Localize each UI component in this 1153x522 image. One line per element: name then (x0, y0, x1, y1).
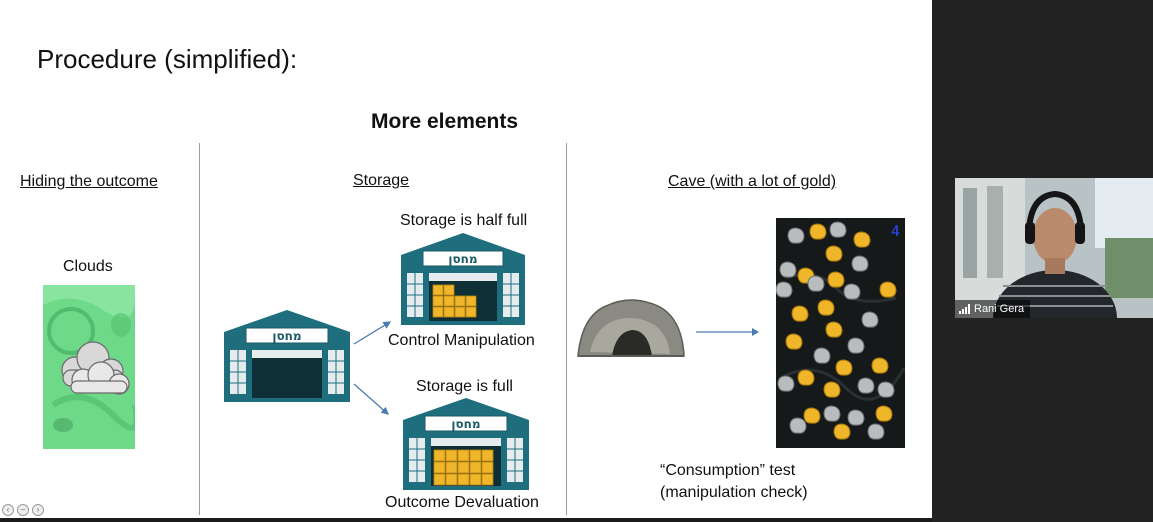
rock-icon (829, 221, 847, 238)
warehouse-half-full-icon: מחסן (401, 233, 525, 325)
column-divider (199, 143, 200, 515)
gold-nugget-icon (817, 299, 835, 316)
clouds-image (43, 285, 135, 449)
gold-nugget-icon (871, 357, 889, 374)
gold-nugget-icon (809, 223, 827, 240)
gold-nugget-icon (827, 271, 845, 288)
rock-icon (867, 423, 885, 440)
gold-counter: 4 (891, 224, 900, 240)
previous-slide-icon[interactable]: ‹ (2, 504, 14, 516)
gold-nugget-icon (853, 231, 871, 248)
gold-nugget-icon (797, 369, 815, 386)
rock-icon (777, 375, 795, 392)
gold-nugget-icon (825, 245, 843, 262)
rock-icon (857, 377, 875, 394)
rock-icon (861, 311, 879, 328)
participant-name-tag: Rani Gera (955, 300, 1031, 318)
warehouse-sign: מחסן (448, 252, 477, 266)
participant-video-tile[interactable]: Rani Gera (955, 178, 1153, 318)
gold-nugget-icon (791, 305, 809, 322)
manipulation-check-label: (manipulation check) (660, 484, 808, 501)
gold-nugget-icon (785, 333, 803, 350)
signal-strength-icon (959, 304, 970, 314)
column-divider (566, 143, 567, 515)
gold-nugget-icon (879, 281, 897, 298)
arrow-to-cave-panel (696, 328, 759, 336)
warehouse-sign: מחסן (451, 417, 480, 431)
participant-name: Rani Gera (974, 303, 1025, 315)
warehouse-full-icon: מחסן (403, 398, 529, 490)
hiding-outcome-heading: Hiding the outcome (20, 173, 158, 190)
rock-icon (877, 381, 895, 398)
full-caption: Storage is full (416, 378, 513, 395)
rock-icon (851, 255, 869, 272)
slide-subtitle: More elements (371, 110, 519, 133)
next-slide-icon[interactable]: › (32, 504, 44, 516)
gold-nugget-icon (835, 359, 853, 376)
zoom-icon[interactable]: – (17, 504, 29, 516)
rock-icon (843, 283, 861, 300)
gold-nugget-icon (803, 407, 821, 424)
rock-icon (776, 281, 793, 298)
cave-icon (577, 299, 685, 357)
bottom-bar (0, 518, 932, 522)
clouds-label: Clouds (63, 258, 113, 275)
rock-icon (807, 275, 825, 292)
gold-nugget-icon (823, 381, 841, 398)
warehouse-empty-icon: מחסן (224, 310, 350, 402)
rock-icon (847, 337, 865, 354)
slide-title: Procedure (simplified): (37, 44, 298, 74)
cave-gold-panel: 4 (776, 218, 905, 448)
warehouse-sign: מחסן (272, 329, 301, 343)
rock-icon (823, 405, 841, 422)
rock-icon (779, 261, 797, 278)
control-manipulation-label: Control Manipulation (388, 332, 535, 349)
half-full-caption: Storage is half full (400, 212, 528, 229)
branch-arrows (353, 321, 392, 415)
gold-nugget-icon (825, 321, 843, 338)
slide-nav-controls[interactable]: ‹ – › (2, 504, 44, 516)
presentation-slide: Procedure (simplified): More elements Hi… (0, 0, 932, 518)
storage-heading: Storage (353, 172, 410, 189)
gold-nugget-icon (875, 405, 893, 422)
participant-video-frame (955, 178, 1153, 318)
rock-icon (847, 409, 865, 426)
consumption-test-label: “Consumption” test (660, 462, 796, 479)
rock-icon (789, 417, 807, 434)
cave-heading: Cave (with a lot of gold) (668, 173, 837, 190)
rock-icon (813, 347, 831, 364)
rock-icon (787, 227, 805, 244)
outcome-devaluation-label: Outcome Devaluation (385, 494, 539, 511)
gold-nugget-icon (833, 423, 851, 440)
